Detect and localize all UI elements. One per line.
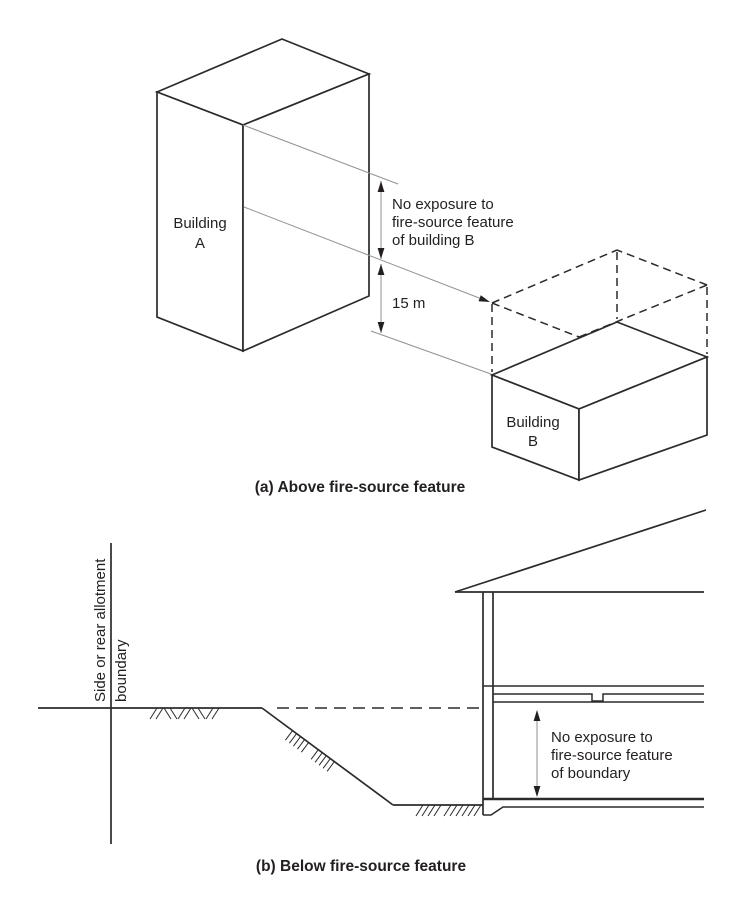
slope-line <box>261 707 394 806</box>
dimension-a <box>377 181 385 333</box>
excavation-hatch-marks <box>415 804 482 817</box>
projection-line-middle <box>243 206 488 302</box>
ground-profile <box>38 707 483 806</box>
roof-line <box>454 509 707 593</box>
annotation-a-line1: No exposure to <box>392 196 494 213</box>
projection-line-bottom <box>370 330 492 375</box>
annotation-b-line3: of boundary <box>551 765 631 782</box>
building-b: Building B <box>489 321 710 482</box>
dashed-top-edge-right-back <box>616 249 708 286</box>
arrowhead-down-1 <box>377 248 385 259</box>
boundary-label-line2: boundary <box>113 639 130 702</box>
building-a-right-face <box>242 72 370 353</box>
caption-b: (b) Below fire-source feature <box>256 858 467 875</box>
projection-line-top <box>242 124 399 185</box>
section-b: Side or rear allotment boundary <box>38 509 707 875</box>
arrowhead-down-2 <box>377 322 385 333</box>
annotation-b-line1: No exposure to <box>551 729 653 746</box>
arrowhead-down-3 <box>533 786 541 797</box>
section-a: Building A No exposure to fire-source fe… <box>154 38 710 496</box>
projection-arrowhead <box>478 295 490 302</box>
building-a-label-line2: A <box>195 235 205 252</box>
annotation-a: No exposure to fire-source feature of bu… <box>392 196 514 312</box>
building-b-label-line2: B <box>528 433 538 450</box>
building-b-label-line1: Building <box>506 414 559 431</box>
dashed-top-edge-left-front <box>491 302 580 338</box>
arrowhead-up-1 <box>377 181 385 192</box>
arrowhead-up-3 <box>533 710 541 721</box>
building-b-right-face <box>578 355 708 482</box>
annotation-a-line3: of building B <box>392 232 475 249</box>
building-section <box>454 509 707 816</box>
projection-lines <box>242 124 492 375</box>
dashed-top-edge-right-front <box>578 284 708 338</box>
dimension-a-label: 15 m <box>392 295 425 312</box>
ground-hatching <box>149 707 482 817</box>
dashed-top-edge-left-back <box>491 249 618 304</box>
ground-slab-bottom-line <box>483 806 704 816</box>
ground-hatch-marks <box>149 707 220 720</box>
dimension-b: No exposure to fire-source feature of bo… <box>533 710 673 797</box>
slope-hatch-marks <box>285 730 335 772</box>
building-a-label-line1: Building <box>173 215 226 232</box>
boundary-label-line1: Side or rear allotment <box>92 558 109 702</box>
building-a: Building A <box>154 38 372 353</box>
annotation-b-line2: fire-source feature <box>551 747 673 764</box>
arrowhead-up-2 <box>377 264 385 275</box>
annotation-a-line2: fire-source feature <box>392 214 514 231</box>
mid-floor-middle-line-with-notch <box>493 693 704 702</box>
caption-a: (a) Above fire-source feature <box>255 479 466 496</box>
